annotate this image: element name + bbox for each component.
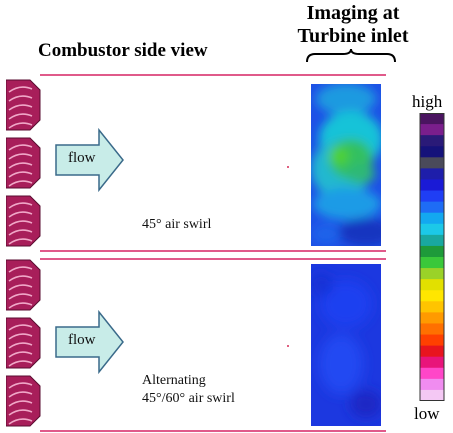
- legend-swatch: [420, 345, 444, 358]
- swirler-icon: [6, 79, 41, 131]
- swirl-label-top: 45° air swirl: [142, 217, 212, 232]
- flow-arrow-bottom: [55, 310, 124, 374]
- legend-swatch: [420, 301, 444, 313]
- legend-low-label: low: [414, 404, 440, 423]
- color-legend-bar: [419, 113, 445, 401]
- legend-swatch: [420, 223, 444, 236]
- legend-swatch: [420, 367, 444, 380]
- middle-wall-upper: [40, 250, 386, 252]
- side-view-title: Combustor side view: [38, 40, 208, 61]
- legend-swatch: [420, 168, 444, 180]
- flow-label-top: flow: [68, 150, 96, 166]
- legend-swatch: [420, 356, 444, 369]
- swirler-icon: [6, 195, 41, 247]
- legend-border: [419, 113, 445, 401]
- legend-high-label: high: [412, 92, 443, 111]
- imaging-bracket: [306, 48, 396, 63]
- middle-wall-lower: [40, 258, 386, 260]
- swirler-icon: [6, 317, 41, 369]
- swirler-column: [6, 79, 41, 427]
- legend-swatch: [420, 201, 444, 214]
- top-wall: [40, 74, 386, 76]
- legend-swatch: [420, 157, 444, 169]
- imaging-title-line1: Imaging at: [306, 2, 400, 24]
- swirler-icon: [6, 137, 41, 189]
- legend-swatch: [420, 334, 444, 347]
- legend-swatch: [420, 268, 444, 280]
- turbine-inlet-image-top: [311, 84, 381, 246]
- legend-swatch: [420, 290, 444, 302]
- legend-swatch: [420, 389, 444, 401]
- legend-swatch: [420, 234, 444, 247]
- legend-swatch: [420, 146, 444, 158]
- legend-swatch: [420, 190, 444, 203]
- imaging-title-line2: Turbine inlet: [297, 25, 409, 47]
- legend-swatch: [420, 212, 444, 225]
- legend-swatch: [420, 323, 444, 336]
- legend-swatch: [420, 113, 444, 125]
- legend-swatch: [420, 257, 444, 269]
- legend-swatch: [420, 279, 444, 291]
- bottom-wall: [40, 430, 386, 432]
- marker-dot-bottom: [287, 345, 289, 347]
- turbine-inlet-image-bottom: [311, 264, 381, 426]
- marker-dot-top: [287, 166, 289, 168]
- swirl-label-bottom-line2: 45°/60° air swirl: [142, 391, 235, 406]
- flow-label-bottom: flow: [68, 332, 96, 348]
- flow-arrow-top: [55, 128, 124, 192]
- legend-swatch: [420, 124, 444, 136]
- legend-swatch: [420, 312, 444, 324]
- legend-swatch: [420, 135, 444, 147]
- swirler-icon: [6, 259, 41, 311]
- swirl-label-bottom-line1: Alternating: [142, 373, 206, 388]
- legend-swatch: [420, 245, 444, 258]
- legend-swatch: [420, 179, 444, 192]
- legend-swatch: [420, 378, 444, 391]
- swirler-icon: [6, 375, 41, 427]
- imaging-title: Imaging at Turbine inlet: [278, 2, 428, 48]
